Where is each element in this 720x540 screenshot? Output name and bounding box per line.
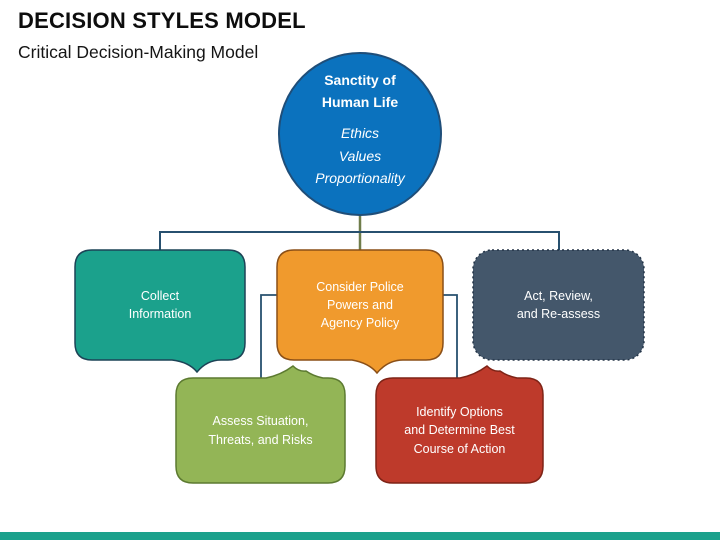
slide-title: DECISION STYLES MODEL bbox=[18, 8, 306, 33]
act-review-reassess-box bbox=[472, 249, 645, 361]
sanctity-circle-shape bbox=[278, 52, 442, 216]
connector-main-branch bbox=[159, 231, 560, 252]
consider-police-powers-box bbox=[276, 249, 444, 375]
assess-situation-box bbox=[175, 365, 346, 484]
footer-accent-bar bbox=[0, 532, 720, 540]
slide-subtitle: Critical Decision-Making Model bbox=[18, 42, 259, 62]
identify-options-box bbox=[375, 365, 544, 484]
collect-information-box bbox=[74, 249, 246, 374]
